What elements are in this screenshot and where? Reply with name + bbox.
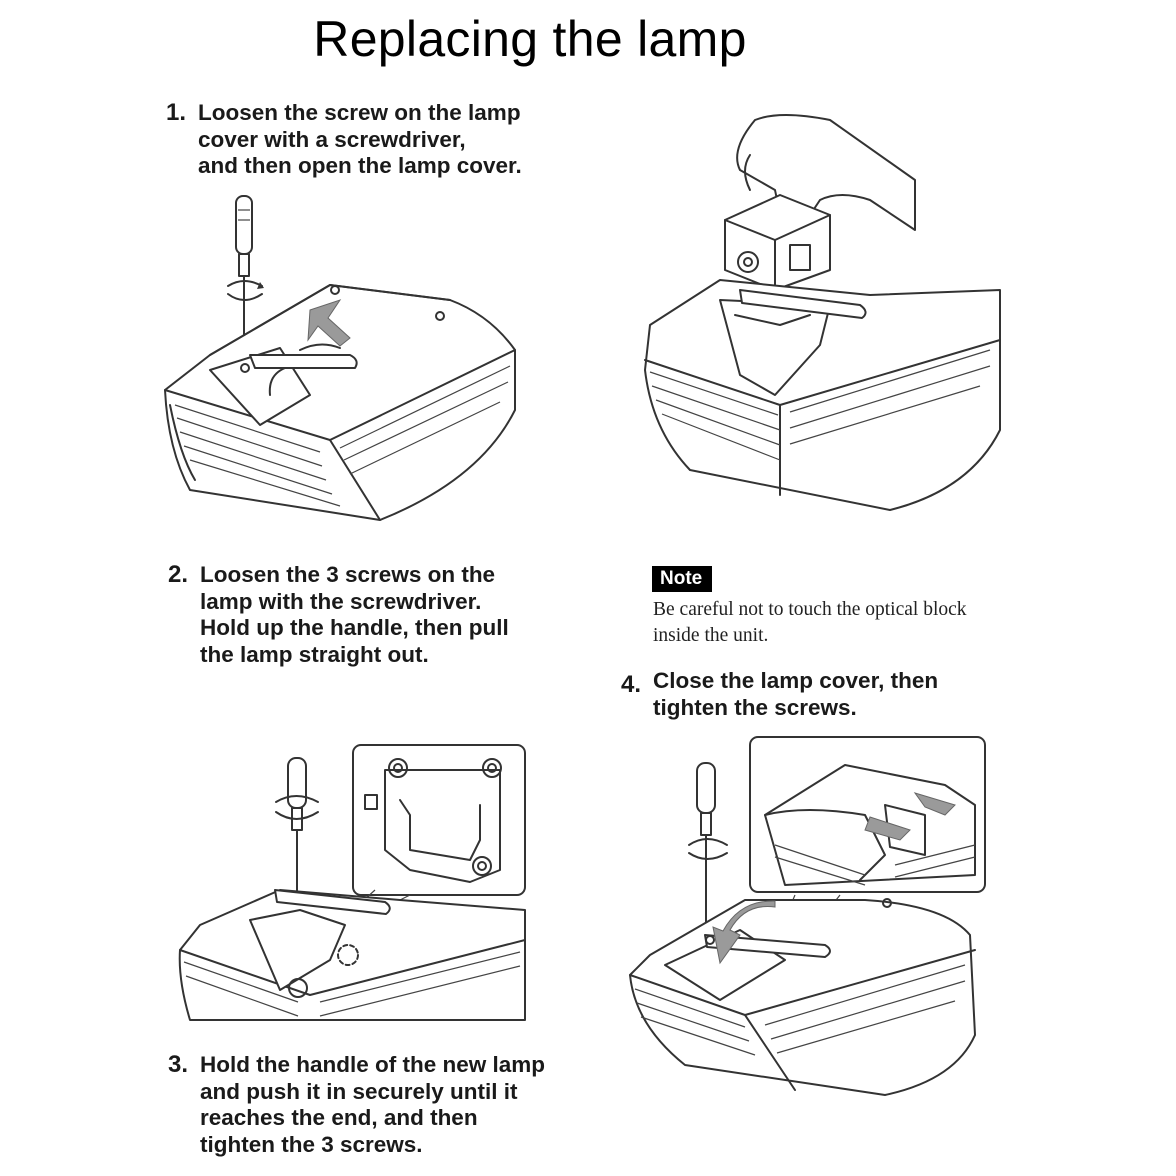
note-line-2: inside the unit. [653, 625, 769, 646]
step-4-number: 4. [621, 671, 642, 698]
projector-body [178, 889, 526, 1021]
step-1-line-2: cover with a screwdriver, [198, 126, 466, 152]
screwdriver-icon [235, 195, 253, 351]
close-arrow-icon [712, 900, 776, 965]
step-2-line-3: Hold up the handle, then pull [200, 615, 509, 640]
projector-body [164, 284, 516, 521]
illustration-step-4 [629, 736, 986, 1096]
rotate-arrow-icon [275, 795, 319, 820]
inset-detail [352, 744, 526, 896]
projector-body [644, 279, 1001, 511]
step-1-instruction: 1. Loosen the screw on the lamp cover wi… [166, 99, 522, 180]
lift-arrow-icon [268, 299, 351, 396]
rotate-arrow-icon [688, 838, 728, 860]
illustration-step-2 [644, 114, 1001, 511]
step-2-line-2: lamp with the screwdriver. [200, 588, 482, 614]
step-3-line-4: tighten the 3 screws. [200, 1131, 423, 1157]
projector-body [629, 898, 976, 1096]
rotate-arrow-icon [227, 280, 264, 301]
step-3-line-3: reaches the end, and then [200, 1105, 478, 1130]
step-2-instruction: 2. Loosen the 3 screws on the lamp with … [168, 561, 509, 668]
note-text: Be careful not to touch the optical bloc… [653, 597, 967, 649]
lamp-module-icon [724, 194, 831, 291]
step-2-line-4: the lamp straight out. [200, 641, 429, 667]
step-3-number: 3. [168, 1051, 189, 1078]
screwdriver-icon [696, 762, 716, 936]
step-3-line-2: and push it in securely until it [200, 1078, 518, 1104]
step-2-number: 2. [168, 561, 189, 588]
step-2-line-1: Loosen the 3 screws on the [200, 562, 496, 587]
step-4-line-1: Close the lamp cover, then [653, 668, 939, 693]
illustration-step-3 [178, 744, 526, 1021]
page-title: Replacing the lamp [313, 11, 747, 67]
inset-detail [749, 736, 986, 893]
note-badge: Note [652, 566, 713, 592]
step-1-line-1: Loosen the screw on the lamp [198, 100, 521, 125]
step-4-instruction: 4. Close the lamp cover, then tighten th… [621, 668, 938, 721]
step-3-instruction: 3. Hold the handle of the new lamp and p… [168, 1051, 546, 1158]
note-line-1: Be careful not to touch the optical bloc… [653, 599, 967, 620]
step-3-line-1: Hold the handle of the new lamp [200, 1052, 546, 1077]
step-1-line-3: and then open the lamp cover. [198, 153, 522, 178]
step-1-number: 1. [166, 99, 187, 126]
step-4-line-2: tighten the screws. [653, 694, 857, 720]
illustration-step-1 [164, 195, 516, 521]
